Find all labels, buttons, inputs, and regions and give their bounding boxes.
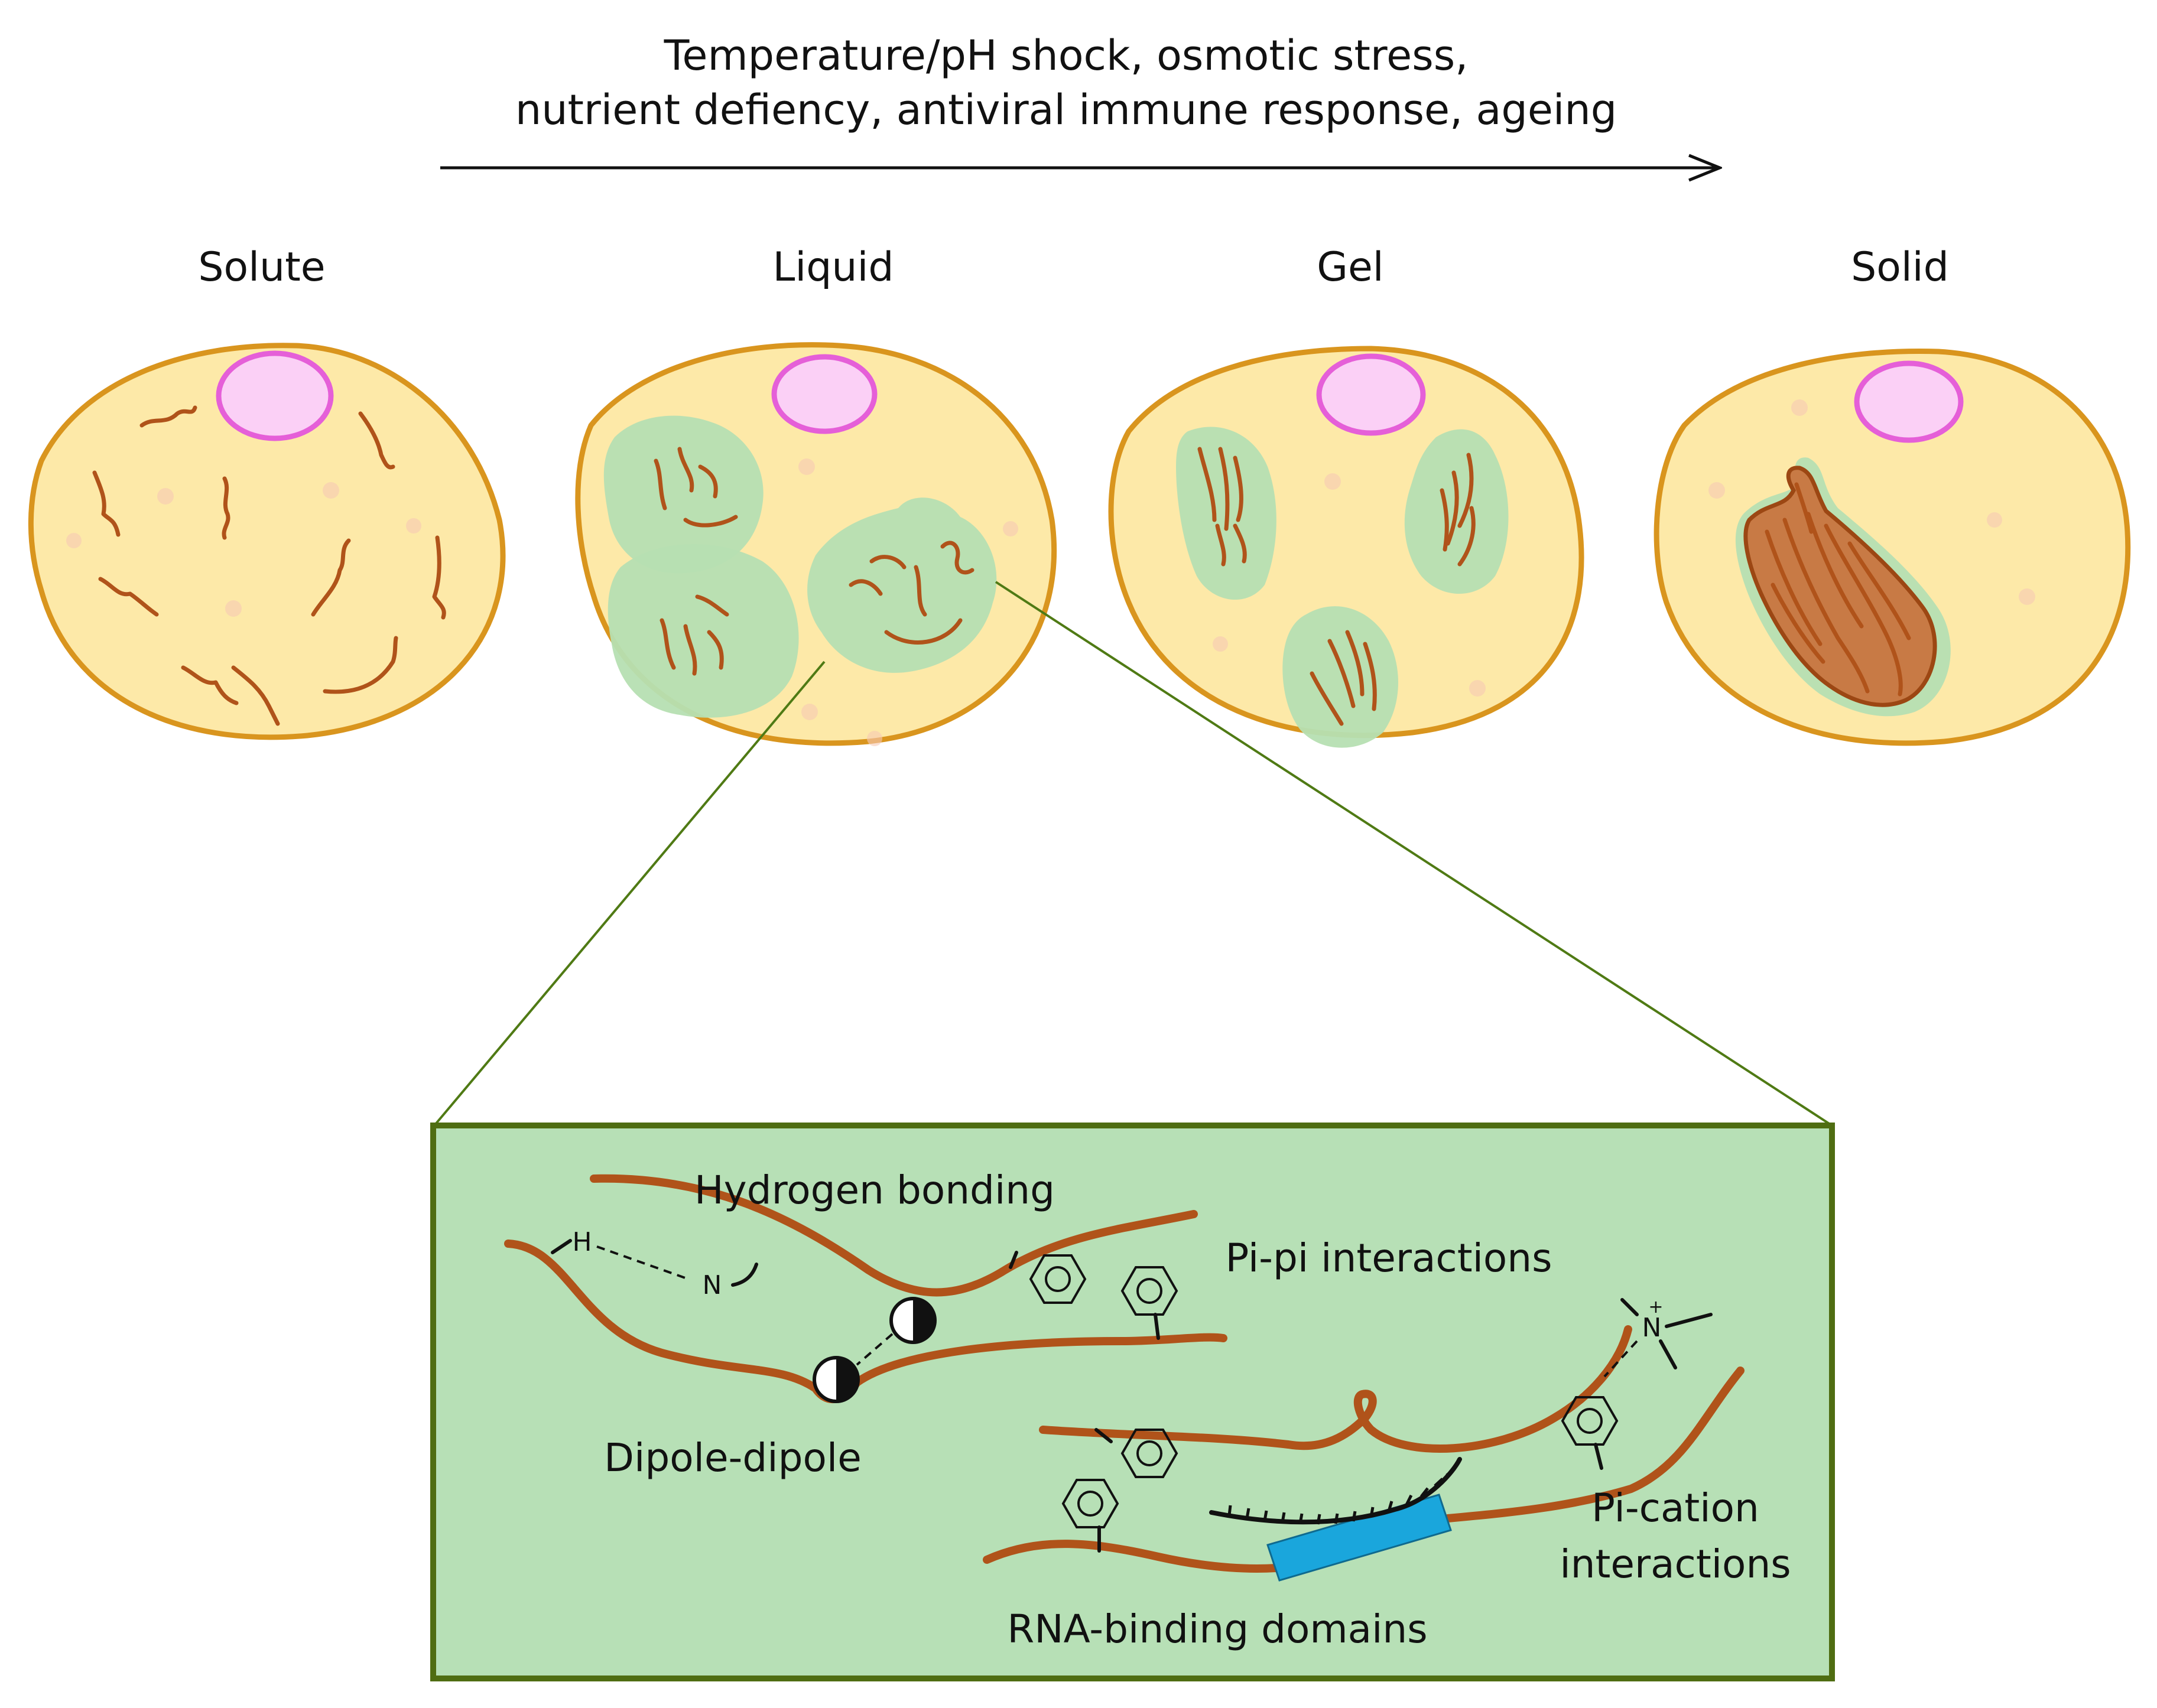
rna-binding-domain-motif [1209, 1457, 1462, 1582]
label-dipole-dipole: Dipole-dipole [604, 1435, 862, 1481]
phase-label-liquid: Liquid [772, 244, 894, 291]
condensate-droplet [1282, 606, 1399, 748]
cell-liquid [575, 342, 1057, 746]
cell-membrane [1654, 349, 2131, 746]
hydrogen-bond-motif: H N [551, 1227, 758, 1300]
pi-pi-motif [1009, 1251, 1178, 1340]
aromatic-ring-pair [1062, 1428, 1178, 1553]
gel-protein-strands [1197, 447, 1476, 726]
inset-interactions-panel: H N N [430, 1123, 1835, 1681]
cytoplasmic-granules [1708, 399, 2035, 605]
gel-condensates [1176, 427, 1509, 748]
solid-protein-strands [1765, 482, 1911, 697]
condensed-protein-strands [654, 447, 974, 676]
phase-label-solid: Solid [1851, 244, 1949, 291]
label-hydrogen-bonding: Hydrogen bonding [694, 1167, 1055, 1213]
nucleus [1316, 353, 1426, 436]
cytoplasmic-granules [1213, 473, 1486, 697]
hydrogen-atom-label: H [572, 1227, 592, 1257]
nucleus [216, 350, 334, 441]
ammonium-nitrogen-label: N [1642, 1313, 1662, 1343]
rna-bases [1227, 1468, 1456, 1525]
zoom-line-right [995, 581, 1833, 1127]
cell-gel [1108, 346, 1584, 748]
inset-background [430, 1123, 1835, 1681]
dipole-dipole-motif [813, 1297, 937, 1403]
cytoplasmic-granules [66, 482, 421, 617]
cell-solid [1654, 349, 2131, 746]
label-rna-binding-domains: RNA-binding domains [1007, 1606, 1427, 1652]
phase-label-gel: Gel [1317, 244, 1383, 291]
nitrogen-atom-label: N [703, 1270, 722, 1300]
cytoplasmic-granules [798, 458, 1018, 746]
nucleus [1854, 360, 1964, 443]
condensate-droplet [603, 415, 764, 574]
zoom-line-left [433, 661, 826, 1127]
phase-label-solute: Solute [198, 244, 325, 291]
label-pi-cation-line2: interactions [1560, 1541, 1791, 1587]
dispersed-protein-strands [92, 405, 446, 726]
stress-text-line2: nutrient defiency, antiviral immune resp… [515, 86, 1617, 134]
label-pi-pi-interactions: Pi-pi interactions [1225, 1235, 1552, 1281]
rna-strand [1209, 1457, 1462, 1525]
condensate-droplet [608, 544, 799, 718]
nucleus [771, 354, 878, 434]
cell-solute [28, 343, 506, 740]
pi-cation-motif: N + [1561, 1297, 1713, 1470]
label-pi-cation-line1: Pi-cation [1591, 1485, 1759, 1531]
cell-membrane [28, 343, 506, 740]
stress-text-line1: Temperature/pH shock, osmotic stress, [664, 31, 1469, 80]
positive-charge-label: + [1648, 1297, 1663, 1317]
